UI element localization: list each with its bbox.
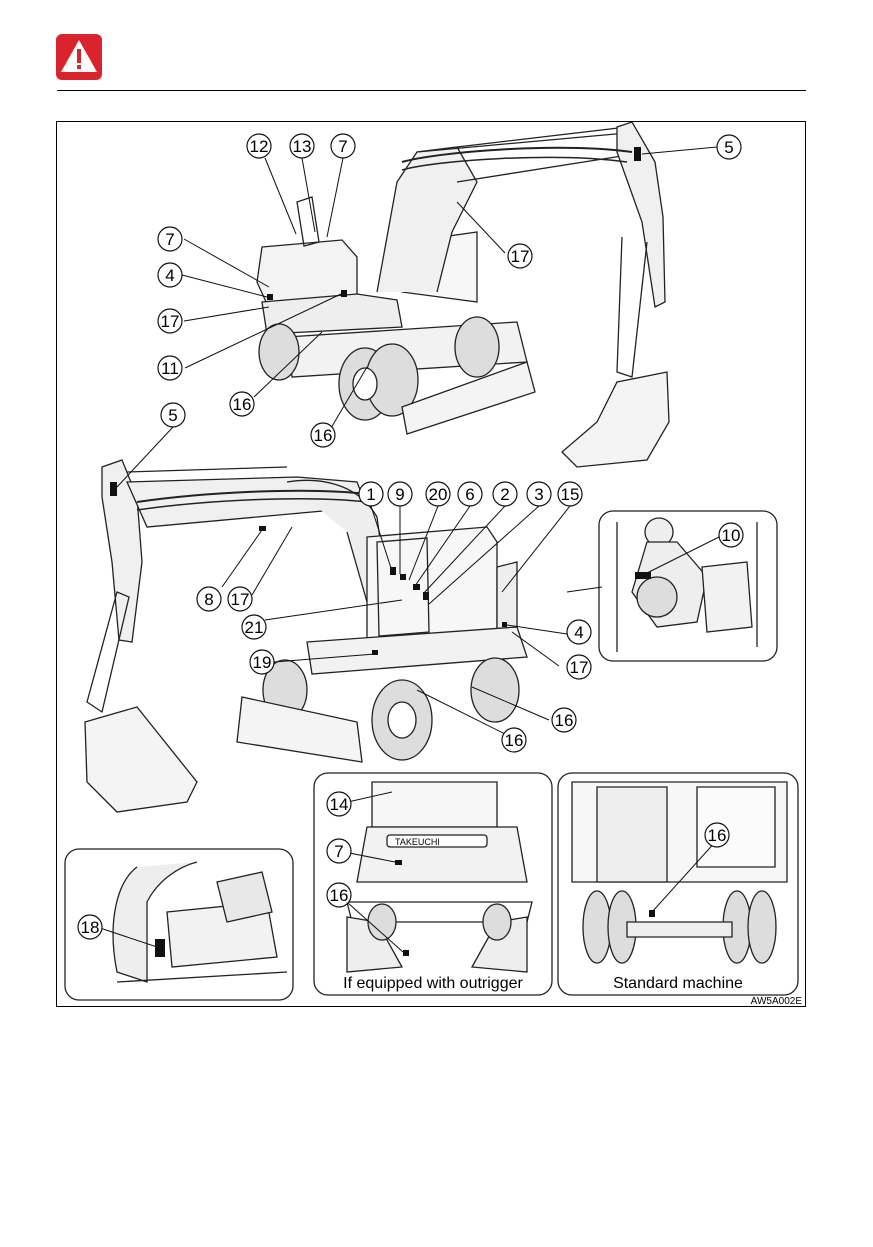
- figure-code: AW5A002E: [751, 996, 803, 1007]
- svg-text:4: 4: [165, 266, 174, 285]
- svg-text:12: 12: [250, 137, 269, 156]
- svg-text:7: 7: [338, 137, 347, 156]
- svg-text:5: 5: [724, 138, 733, 157]
- callout-circle: 7: [158, 227, 182, 251]
- svg-text:16: 16: [233, 395, 252, 414]
- svg-text:16: 16: [314, 426, 333, 445]
- callout-circle: 7: [327, 839, 351, 863]
- svg-text:17: 17: [570, 658, 589, 677]
- callout-circle: 4: [567, 620, 591, 644]
- callout-circle: 16: [327, 883, 351, 907]
- svg-text:14: 14: [330, 795, 349, 814]
- engine-detail-panel: [599, 511, 777, 661]
- svg-text:21: 21: [245, 618, 264, 637]
- callout-circle: 13: [290, 134, 314, 158]
- callout-circle: 12: [247, 134, 271, 158]
- svg-text:10: 10: [722, 526, 741, 545]
- outrigger-caption: If equipped with outrigger: [343, 975, 523, 992]
- callout-circle: 19: [250, 650, 274, 674]
- callout-circle: 17: [158, 309, 182, 333]
- callout-circle: 9: [388, 482, 412, 506]
- svg-text:6: 6: [465, 485, 474, 504]
- callout-circle: 16: [502, 728, 526, 752]
- callout-circle: 21: [242, 615, 266, 639]
- svg-text:18: 18: [81, 918, 100, 937]
- svg-text:7: 7: [334, 842, 343, 861]
- svg-text:17: 17: [511, 247, 530, 266]
- svg-text:3: 3: [534, 485, 543, 504]
- svg-text:15: 15: [561, 485, 580, 504]
- svg-text:16: 16: [330, 886, 349, 905]
- svg-text:16: 16: [555, 711, 574, 730]
- excavator-label-diagram: TAKEUCHI: [57, 122, 806, 1007]
- callout-circle: 15: [558, 482, 582, 506]
- svg-text:8: 8: [204, 590, 213, 609]
- callout-circle: 6: [458, 482, 482, 506]
- callout-circle: 17: [228, 587, 252, 611]
- callout-circle: 5: [161, 403, 185, 427]
- svg-text:13: 13: [293, 137, 312, 156]
- callout-circle: 16: [705, 823, 729, 847]
- svg-text:2: 2: [500, 485, 509, 504]
- svg-text:11: 11: [161, 359, 179, 378]
- svg-text:7: 7: [165, 230, 174, 249]
- callout-circle: 16: [230, 392, 254, 416]
- callout-circle: 20: [426, 482, 450, 506]
- svg-text:5: 5: [168, 406, 177, 425]
- callout-circle: 17: [508, 244, 532, 268]
- header-rule: [57, 90, 806, 91]
- callout-circle: 2: [493, 482, 517, 506]
- svg-text:4: 4: [574, 623, 583, 642]
- svg-text:19: 19: [253, 653, 272, 672]
- callout-circle: 10: [719, 523, 743, 547]
- svg-text:17: 17: [231, 590, 250, 609]
- figure-frame: TAKEUCHI: [56, 121, 806, 1007]
- takeuchi-logo: TAKEUCHI: [395, 837, 440, 847]
- callout-circle: 1: [359, 482, 383, 506]
- middle-excavator-drawing: [85, 460, 527, 812]
- callout-circle: 16: [311, 423, 335, 447]
- top-excavator-drawing: [257, 122, 669, 467]
- callout-circle: 17: [567, 655, 591, 679]
- callout-circle: 18: [78, 915, 102, 939]
- callout-circle: 5: [717, 135, 741, 159]
- svg-text:20: 20: [429, 485, 448, 504]
- svg-text:16: 16: [505, 731, 524, 750]
- svg-text:1: 1: [366, 485, 375, 504]
- warning-icon: [56, 34, 102, 80]
- svg-text:16: 16: [708, 826, 727, 845]
- callout-circle: 4: [158, 263, 182, 287]
- callout-circle: 7: [331, 134, 355, 158]
- standard-caption: Standard machine: [613, 975, 743, 992]
- callout-circle: 8: [197, 587, 221, 611]
- callout-circle: 11: [158, 356, 182, 380]
- callout-circle: 14: [327, 792, 351, 816]
- standard-machine-panel: [558, 773, 798, 995]
- callout-circle: 16: [552, 708, 576, 732]
- svg-text:9: 9: [395, 485, 404, 504]
- callout-circle: 3: [527, 482, 551, 506]
- svg-text:17: 17: [161, 312, 180, 331]
